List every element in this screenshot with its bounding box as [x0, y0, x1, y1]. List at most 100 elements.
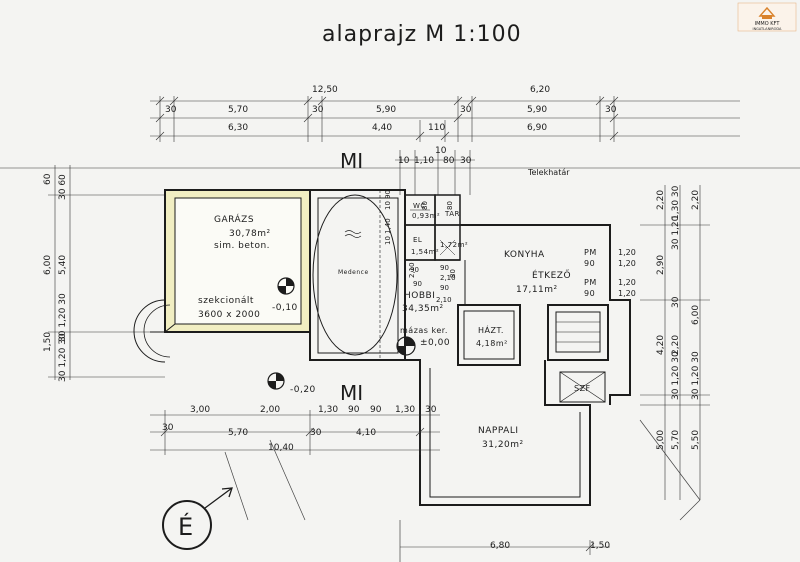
dim-t80: 80	[443, 156, 455, 166]
dim-b130: 1,30	[318, 405, 338, 415]
dim-b300: 3,00	[190, 405, 210, 415]
dim-b30a: 30	[162, 423, 174, 433]
dim-r420: 4,20	[656, 335, 666, 355]
dim-m90d: 90	[440, 284, 449, 292]
wc-area: 0,93m²	[412, 212, 440, 220]
dim-r500: 5,00	[656, 430, 666, 450]
dim-t590a: 5,90	[376, 105, 396, 115]
inner-dimension-labels: 90 90 2,10 90 90 2,10 2,10 80 10 1,40 10…	[384, 190, 457, 304]
level-mark-garage	[277, 277, 295, 295]
dim-l600: 6,00	[43, 255, 53, 275]
north-arrow: É	[162, 487, 233, 550]
dim-m10-90: 10 90	[384, 190, 392, 210]
dim-r550: 5,50	[691, 430, 701, 450]
living-area: 31,20m²	[482, 440, 524, 450]
wc-label: WC	[413, 202, 426, 210]
house-walls	[310, 224, 631, 506]
boundary-label: Telekhatár	[527, 168, 570, 177]
el-label: EL	[413, 236, 422, 244]
sectional-size: 3600 x 2000	[198, 310, 260, 320]
dim-r220b: 2,20	[691, 190, 701, 210]
dim-t440: 4,40	[372, 123, 392, 133]
garage-area: 30,78m²	[229, 229, 271, 239]
dim-m90c: 90	[413, 280, 422, 288]
living-label: NAPPALI	[478, 426, 519, 436]
dim-l150: 1,50	[43, 332, 53, 352]
dim-t30c: 30	[460, 105, 472, 115]
dim-r30-120: 30 1,20	[671, 215, 681, 250]
dim-r30: 30	[671, 296, 681, 308]
dim-t30a: 30	[165, 105, 177, 115]
dim-m80b: 80	[421, 201, 429, 210]
dim-t30b: 30	[312, 105, 324, 115]
dim-b200: 2,00	[260, 405, 280, 415]
dim-b130b: 1,30	[395, 405, 415, 415]
dim-pm2a: 1,20	[618, 278, 636, 287]
level-mark-outside	[267, 372, 285, 390]
bottom-dimension-labels: 3,00 2,00 1,30 90 90 1,30 30 30 5,70 30 …	[162, 405, 610, 551]
dim-t590b: 5,90	[527, 105, 547, 115]
north-label: É	[178, 512, 193, 541]
hobby-label: HOBBI	[404, 291, 435, 301]
dim-r600: 6,00	[691, 305, 701, 325]
dim-m10-140: 10 1,40	[384, 218, 392, 245]
site-lines	[224, 419, 701, 562]
garage-floor: sim. beton.	[214, 241, 270, 251]
dim-m210c: 2,10	[408, 262, 416, 278]
tiled-stove: mázas ker.	[400, 326, 448, 335]
level-main-text: ±0,00	[420, 338, 450, 348]
el-area: 1,54m²	[411, 248, 439, 256]
pool-label: Medence	[338, 269, 369, 276]
dim-t10b: 10	[398, 156, 410, 166]
dim-r30-120-30: 30 1,20 30	[691, 351, 701, 400]
sectional-door: szekcionált	[198, 296, 254, 306]
dim-b410: 4,10	[356, 428, 376, 438]
section-mark-top: MI	[340, 149, 363, 173]
hobby-area: 34,35m²	[402, 304, 444, 314]
dim-l540: 5,40	[58, 255, 68, 275]
pm1-width: 90	[584, 259, 595, 268]
level-mark-main	[396, 336, 416, 356]
top-dimension-lines	[0, 96, 800, 195]
dim-t630: 6,30	[228, 123, 248, 133]
dim-m80c: 80	[446, 201, 454, 210]
dim-l60: 60	[43, 173, 53, 185]
dim-top-total: 12,50	[312, 85, 338, 95]
garage-bay-arc	[133, 299, 166, 363]
dim-b1040: 10,40	[268, 443, 294, 453]
dim-m90b: 90	[440, 264, 449, 272]
dim-b90b: 90	[370, 405, 382, 415]
dim-l30-120-30: 30 1,20 30	[58, 293, 68, 342]
dim-m80a: 80	[449, 269, 457, 278]
utility-label: HÁZT.	[478, 324, 504, 335]
dim-t110b: 1,10	[414, 156, 434, 166]
storage-label: TAR	[444, 210, 460, 218]
right-dimension-labels: 2,20 1,30 30 2,20 30 1,20 2,90 6,00 30 4…	[656, 185, 701, 450]
dim-pm1a: 1,20	[618, 248, 636, 257]
dining-label: ÉTKEZŐ	[532, 269, 571, 281]
garage-label: GARÁZS	[214, 213, 254, 225]
pm-dimension-labels: 1,20 1,20 1,20 1,20	[618, 248, 636, 298]
bottom-dimension-lines	[150, 410, 610, 555]
dim-m210b: 2,10	[436, 296, 452, 304]
dim-r30-1-30: 30 1,20 30	[671, 351, 681, 400]
dim-t10a: 10	[435, 146, 447, 156]
pm2-label: PM	[584, 278, 597, 287]
dim-t30d: 30	[605, 105, 617, 115]
dim-l30-120-30b: 30 1,20 30	[58, 333, 68, 382]
el-area-2: 1,72m²	[440, 241, 468, 249]
dining-area: 17,11m²	[516, 285, 558, 295]
dim-b30b: 30	[310, 428, 322, 438]
pm2-width: 90	[584, 289, 595, 298]
dim-t690: 6,90	[527, 123, 547, 133]
dim-top-right: 6,20	[530, 85, 550, 95]
dim-t110: 110	[428, 123, 445, 133]
section-mark-bottom: MI	[340, 381, 363, 405]
staircase-label: SZF	[574, 384, 591, 393]
dim-t570: 5,70	[228, 105, 248, 115]
kitchen-label: KONYHA	[504, 250, 545, 260]
dim-m210a: 2,10	[440, 274, 456, 282]
dim-t30e: 30	[460, 156, 472, 166]
dim-b90a: 90	[348, 405, 360, 415]
